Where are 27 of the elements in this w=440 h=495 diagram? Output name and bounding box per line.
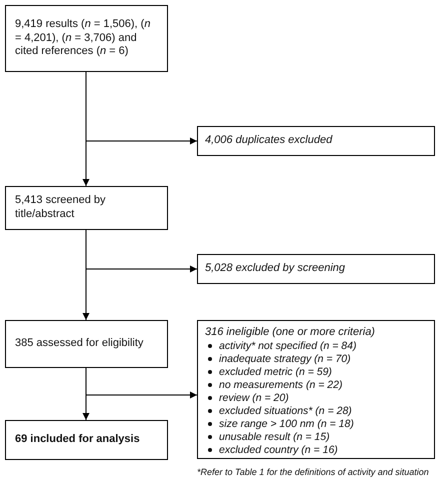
- process-box: [5, 186, 168, 230]
- box-text: 9,419 results (n = 1,506), (n = 4,201), (n = 3,706) and cited references (n = 6): [15, 18, 152, 60]
- process-box: [5, 420, 168, 460]
- arrow: [86, 72, 198, 144]
- exclusion-box: [197, 126, 435, 156]
- criterion-text: size range > 100 nm (n = 18): [219, 418, 354, 431]
- arrow: [86, 368, 198, 398]
- arrow: [86, 230, 198, 272]
- box-text: 4,006 duplicates excluded: [205, 134, 334, 148]
- criterion-text: excluded country (n = 16): [219, 444, 338, 457]
- box-text: 385 assessed for eligibility: [15, 337, 144, 351]
- box-text: 5,413 screened by title/abstract: [15, 194, 107, 222]
- process-box: [5, 5, 168, 72]
- criterion-text: excluded situations* (n = 28): [219, 404, 352, 418]
- footnote: *Refer to Table 1 for the definitions of activity and situation: [197, 467, 430, 479]
- exclusion-box: [197, 254, 435, 284]
- criterion-text: excluded metric (n = 59): [219, 366, 332, 379]
- exclusion-box: [197, 320, 435, 459]
- criterion-text: review (n = 20): [219, 392, 289, 405]
- criterion-text: unusable result (n = 15): [219, 430, 330, 444]
- criterion-text: activity* not specified (n = 84): [219, 340, 356, 353]
- criterion-text: inadequate strategy (n = 70): [219, 352, 351, 366]
- criterion-text: no measurements (n = 22): [219, 378, 342, 392]
- box-text: 5,028 excluded by screening: [205, 262, 346, 276]
- box-text: 69 included for analysis: [15, 433, 141, 447]
- box-text: 316 ineligible (one or more criteria): [205, 326, 376, 340]
- process-box: [5, 320, 168, 368]
